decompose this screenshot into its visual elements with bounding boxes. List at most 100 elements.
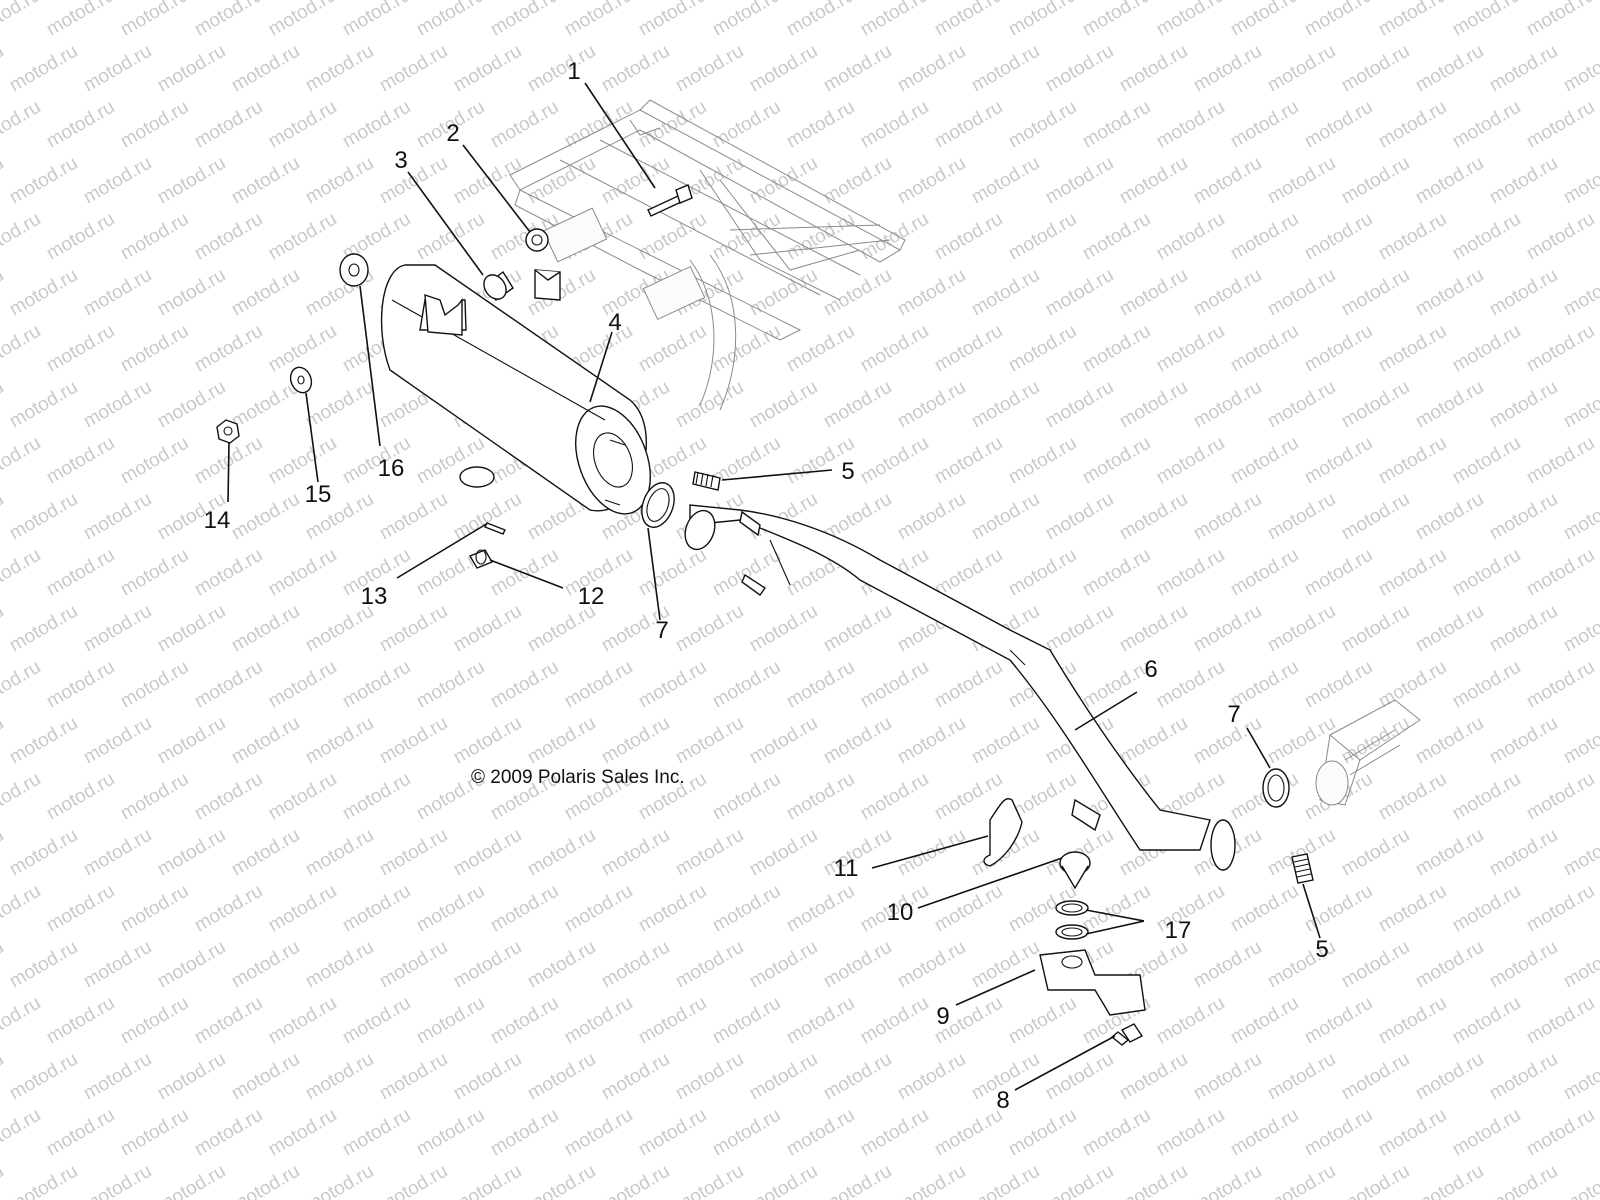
watermark-text: motod.ru — [1486, 1161, 1561, 1200]
watermark-text: motod.ru — [1264, 489, 1339, 545]
part-7-gasket-upper — [641, 482, 675, 528]
watermark-text: motod.ru — [968, 377, 1043, 433]
watermark-text: motod.ru — [931, 1105, 1006, 1161]
watermark-text: motod.ru — [1338, 1161, 1413, 1200]
watermark-text: motod.ru — [709, 993, 784, 1049]
watermark-text: motod.ru — [1523, 209, 1598, 265]
watermark-text: motod.ru — [154, 825, 229, 881]
watermark-text: motod.ru — [1116, 1161, 1191, 1200]
watermark-text: motod.ru — [1560, 1161, 1600, 1200]
callout-5-upper: 5 — [841, 458, 854, 485]
watermark-text: motod.ru — [709, 209, 784, 265]
watermark-text: motod.ru — [1449, 993, 1524, 1049]
watermark-text: motod.ru — [524, 937, 599, 993]
watermark-text: motod.ru — [1227, 321, 1302, 377]
watermark-text: motod.ru — [672, 377, 747, 433]
watermark-text: motod.ru — [1486, 1049, 1561, 1105]
watermark-text: motod.ru — [1079, 433, 1154, 489]
watermark-text: motod.ru — [857, 433, 932, 489]
watermark-text: motod.ru — [154, 153, 229, 209]
watermark-text: motod.ru — [228, 1161, 303, 1200]
watermark-text: motod.ru — [1560, 41, 1600, 97]
watermark-text: motod.ru — [635, 97, 710, 153]
watermark-text: motod.ru — [524, 1049, 599, 1105]
watermark-text: motod.ru — [1412, 937, 1487, 993]
watermark-text: motod.ru — [1523, 769, 1598, 825]
watermark-text: motod.ru — [1116, 601, 1191, 657]
watermark-text: motod.ru — [228, 1049, 303, 1105]
watermark-text: motod.ru — [1227, 545, 1302, 601]
part-10-grommet — [1059, 851, 1091, 890]
watermark-text: motod.ru — [228, 41, 303, 97]
watermark-text: motod.ru — [265, 433, 340, 489]
watermark-text: motod.ru — [339, 97, 414, 153]
watermark-text: motod.ru — [561, 993, 636, 1049]
watermark-text: motod.ru — [413, 1105, 488, 1161]
watermark-text: motod.ru — [339, 657, 414, 713]
watermark-text: motod.ru — [6, 489, 81, 545]
watermark-text: motod.ru — [0, 153, 7, 209]
watermark-text: motod.ru — [80, 265, 155, 321]
watermark-text: motod.ru — [746, 41, 821, 97]
watermark-text: motod.ru — [1079, 1105, 1154, 1161]
watermark-text: motod.ru — [0, 0, 44, 40]
watermark-text: motod.ru — [857, 769, 932, 825]
part-15-washer — [289, 366, 313, 394]
watermark-text: motod.ru — [783, 769, 858, 825]
callout-12: 12 — [578, 583, 605, 610]
watermark-text: motod.ru — [1116, 265, 1191, 321]
watermark-text: motod.ru — [672, 601, 747, 657]
watermark-text: motod.ru — [1042, 153, 1117, 209]
part-5-spring-upper — [692, 471, 721, 491]
watermark-text: motod.ru — [894, 937, 969, 993]
watermark-text: motod.ru — [117, 0, 192, 40]
leader-lines — [227, 82, 1321, 1091]
callout-9: 9 — [936, 1003, 949, 1030]
watermark-text: motod.ru — [228, 601, 303, 657]
watermark-text: motod.ru — [302, 377, 377, 433]
watermark-text: motod.ru — [709, 881, 784, 937]
watermark-text: motod.ru — [0, 489, 7, 545]
watermark-text: motod.ru — [1153, 321, 1228, 377]
watermark-text: motod.ru — [1005, 0, 1080, 40]
watermark-text: motod.ru — [672, 41, 747, 97]
watermark-text: motod.ru — [1486, 601, 1561, 657]
watermark-text: motod.ru — [709, 0, 784, 40]
watermark-text: motod.ru — [857, 0, 932, 40]
watermark-text: motod.ru — [1227, 97, 1302, 153]
watermark-text: motod.ru — [154, 713, 229, 769]
watermark-text: motod.ru — [265, 209, 340, 265]
watermark-text: motod.ru — [1375, 0, 1450, 40]
watermark-text: motod.ru — [672, 937, 747, 993]
watermark-text: motod.ru — [43, 993, 118, 1049]
watermark-text: motod.ru — [413, 0, 488, 40]
watermark-text: motod.ru — [191, 97, 266, 153]
watermark-text: motod.ru — [1375, 1105, 1450, 1161]
watermark-text: motod.ru — [1005, 97, 1080, 153]
watermark-text: motod.ru — [1375, 769, 1450, 825]
callout-10: 10 — [887, 899, 914, 926]
watermark-text: motod.ru — [450, 489, 525, 545]
watermark-text: motod.ru — [820, 1049, 895, 1105]
watermark-text: motod.ru — [1005, 209, 1080, 265]
callout-labels: 1 2 3 4 5 5 6 7 7 8 9 10 11 12 13 14 15 … — [204, 58, 1329, 1114]
callout-6: 6 — [1144, 656, 1157, 683]
part-6-head-pipe — [684, 504, 1236, 871]
watermark-text: motod.ru — [746, 825, 821, 881]
callout-8: 8 — [996, 1087, 1009, 1114]
watermark-text: motod.ru — [1042, 265, 1117, 321]
watermark-text: motod.ru — [228, 825, 303, 881]
watermark-text: motod.ru — [1153, 1105, 1228, 1161]
watermark-text: motod.ru — [1560, 1049, 1600, 1105]
watermark-text: motod.ru — [1079, 209, 1154, 265]
watermark-text: motod.ru — [413, 209, 488, 265]
part-4-muffler — [380, 264, 651, 515]
watermark-text: motod.ru — [1190, 1161, 1265, 1200]
watermark-text: motod.ru — [450, 41, 525, 97]
watermark-text: motod.ru — [191, 881, 266, 937]
watermark-text: motod.ru — [820, 713, 895, 769]
watermark-text: motod.ru — [0, 1161, 7, 1200]
watermark-text: motod.ru — [1079, 545, 1154, 601]
chassis-frame-ghost — [509, 99, 906, 411]
